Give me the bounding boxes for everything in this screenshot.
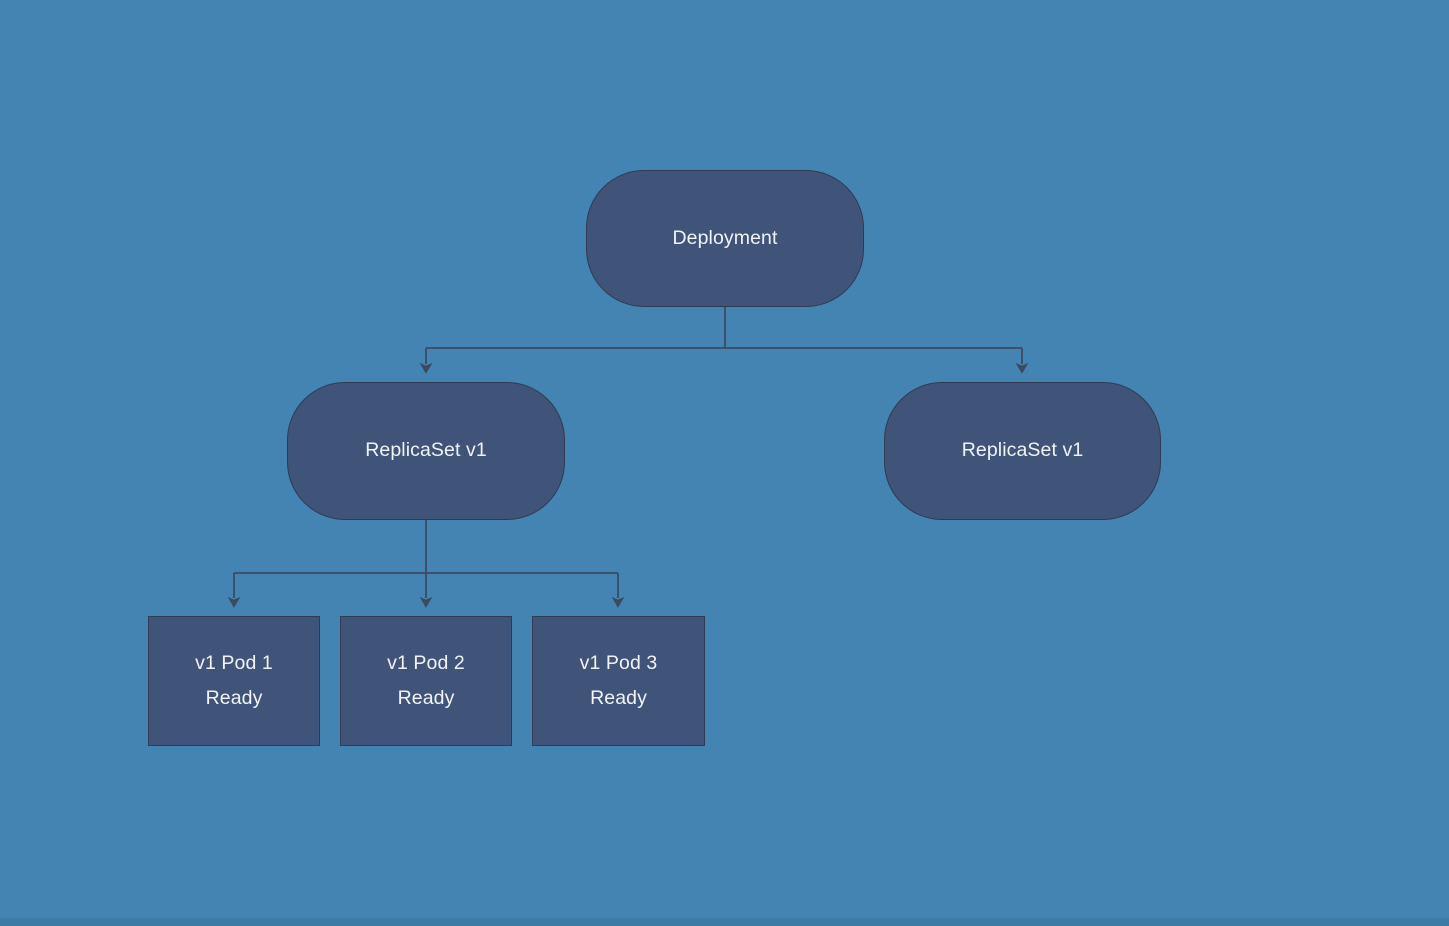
node-replicaset-left-label: ReplicaSet v1 [365, 439, 487, 462]
node-pod-3-label: v1 Pod 3 [579, 651, 658, 674]
node-pod-2[interactable]: v1 Pod 2 Ready [340, 616, 512, 746]
node-deployment[interactable]: Deployment [586, 170, 864, 307]
node-pod-3-status: Ready [590, 687, 647, 709]
node-pod-1[interactable]: v1 Pod 1 Ready [148, 616, 320, 746]
node-deployment-label: Deployment [672, 226, 778, 249]
node-replicaset-right[interactable]: ReplicaSet v1 [884, 382, 1161, 520]
node-pod-1-label: v1 Pod 1 [195, 651, 273, 674]
node-pod-3[interactable]: v1 Pod 3 Ready [532, 616, 705, 746]
node-replicaset-left[interactable]: ReplicaSet v1 [287, 382, 565, 520]
node-pod-2-status: Ready [397, 687, 455, 709]
node-pod-1-status: Ready [205, 687, 263, 709]
node-pod-2-label: v1 Pod 2 [387, 651, 465, 674]
node-replicaset-right-label: ReplicaSet v1 [961, 439, 1084, 462]
bottom-edge-strip [0, 918, 1449, 926]
